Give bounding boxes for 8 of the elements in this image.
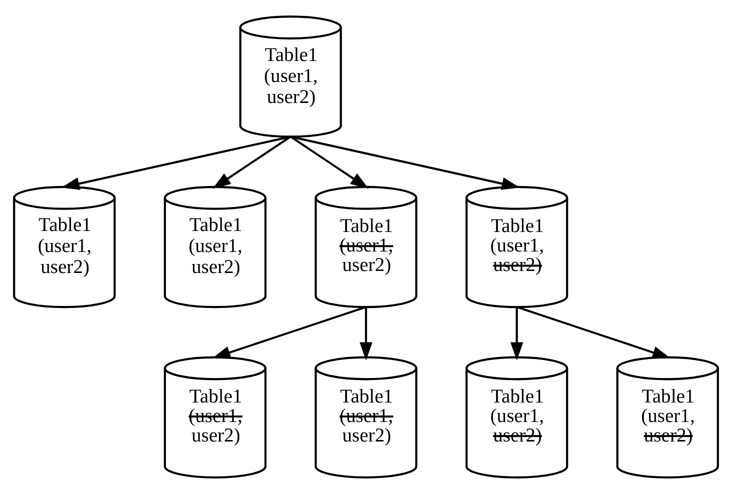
arrow [360,307,372,360]
arrow [212,306,366,359]
arrow [212,136,292,189]
arrow [516,306,671,359]
arrow [61,136,291,190]
arrow [510,307,524,360]
arrow [290,136,520,190]
arrow [290,136,369,189]
